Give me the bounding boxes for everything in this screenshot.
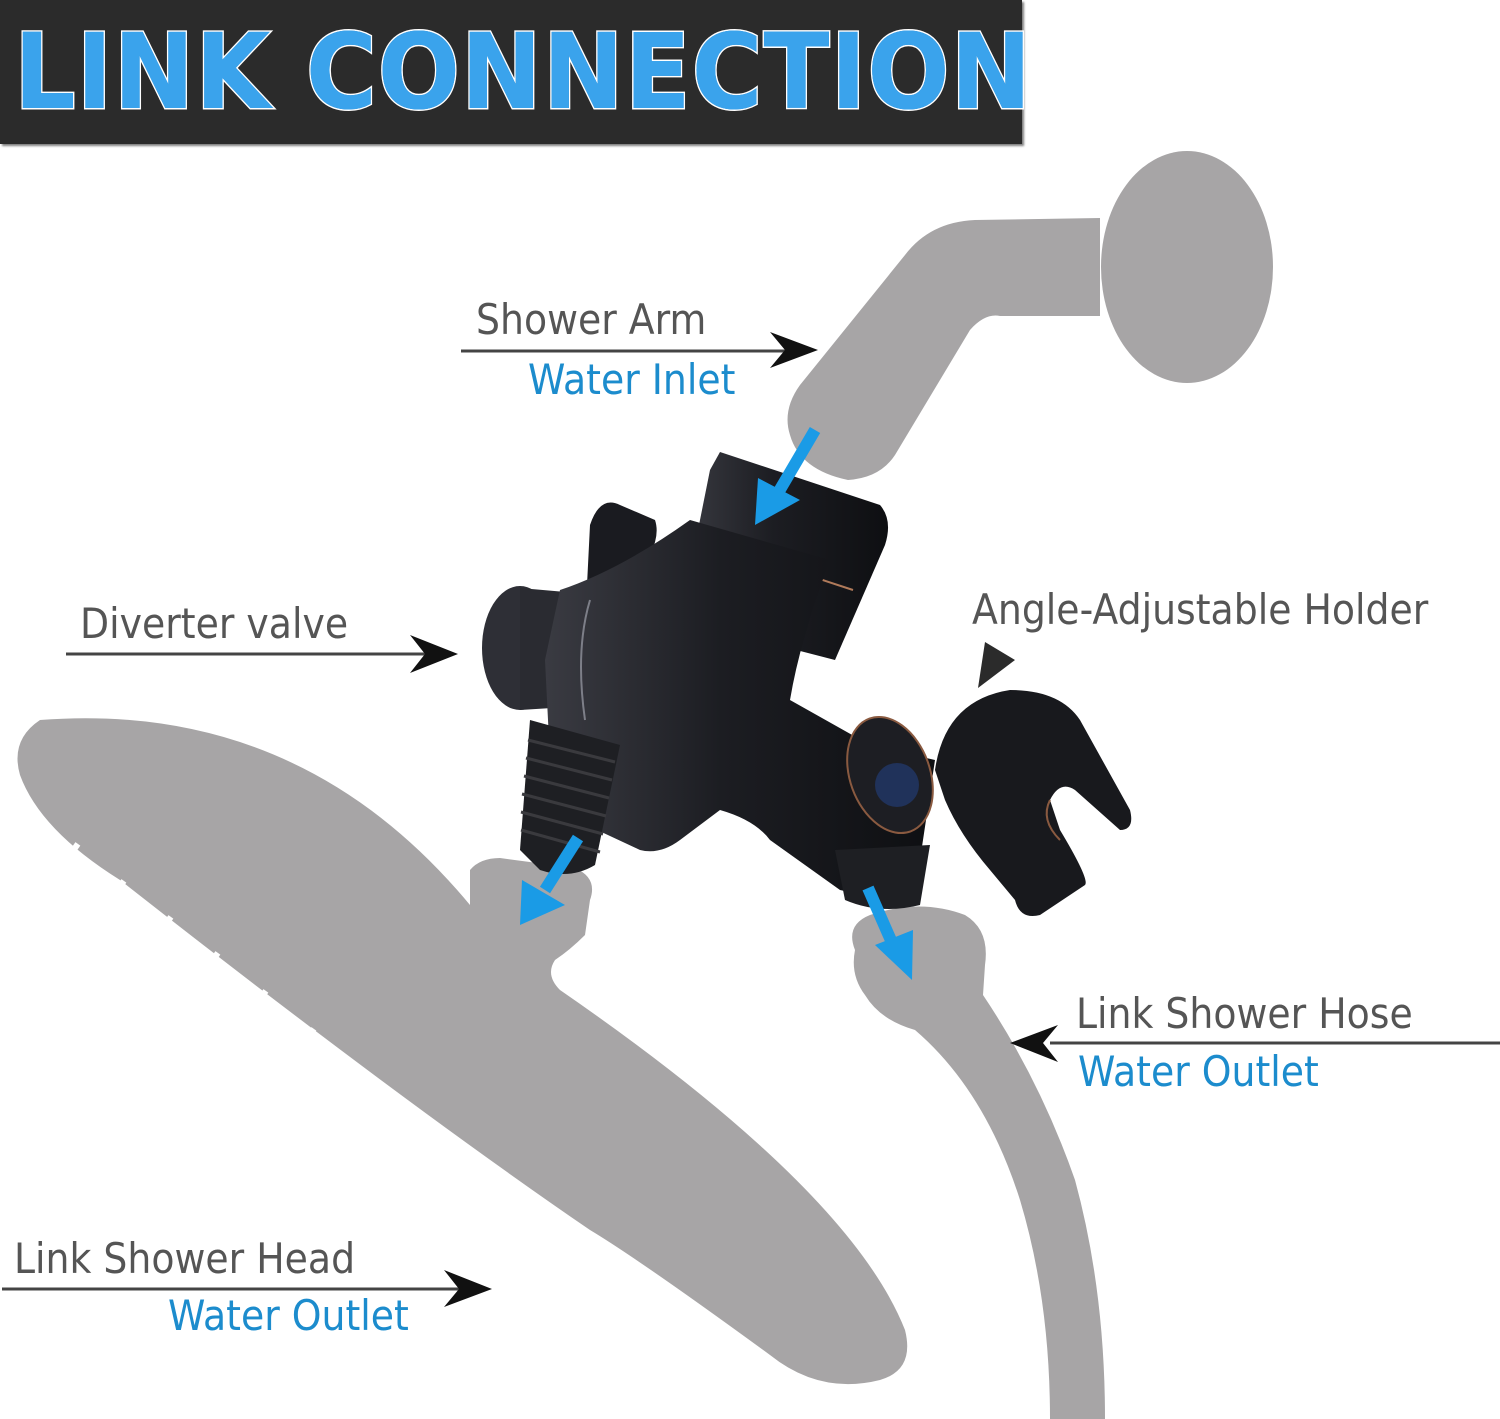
- shower-arm-silhouette: [787, 151, 1273, 480]
- shower-arm-label: Shower Arm: [476, 295, 707, 344]
- diverter-valve-pointer: [66, 635, 458, 673]
- diverter-valve: [482, 452, 935, 909]
- shower-head-sublabel: Water Outlet: [168, 1291, 409, 1340]
- shower-hose-pointer: [1010, 1025, 1500, 1062]
- shower-hose-sublabel: Water Outlet: [1078, 1047, 1319, 1096]
- shower-hose-label: Link Shower Hose: [1076, 989, 1413, 1038]
- hose-outlet-arrow: [862, 885, 913, 980]
- shower-hose-silhouette: [852, 906, 1105, 1419]
- holder-pointer: [978, 642, 1015, 688]
- page-title: LINK CONNECTION: [13, 11, 1033, 133]
- shower-head-label: Link Shower Head: [14, 1234, 356, 1283]
- angle-adjustable-holder: [935, 690, 1132, 916]
- shower-head-pointer: [2, 1270, 492, 1307]
- shower-arm-sublabel: Water Inlet: [528, 355, 736, 404]
- holder-label: Angle-Adjustable Holder: [972, 585, 1429, 634]
- title-banner: LINK CONNECTION: [0, 0, 1033, 144]
- inlet-arrow: [755, 426, 821, 525]
- shower-arm-pointer: [461, 332, 818, 368]
- shower-head-silhouette: [17, 718, 908, 1385]
- head-outlet-arrow: [520, 834, 584, 925]
- diverter-valve-label: Diverter valve: [80, 599, 349, 648]
